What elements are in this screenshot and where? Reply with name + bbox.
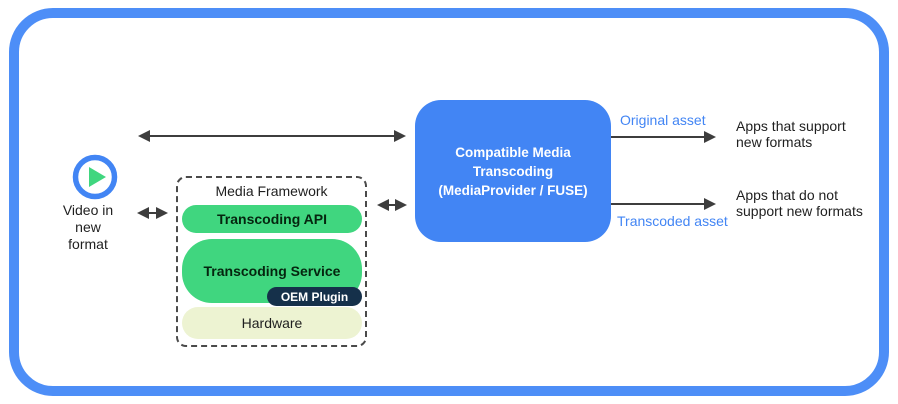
transcoded-asset-label: Transcoded asset (617, 213, 728, 229)
original-asset-label: Original asset (620, 112, 706, 128)
apps-support-text: Apps that support new formats (736, 118, 846, 150)
play-icon (72, 154, 118, 200)
transcoding-api-layer: Transcoding API (182, 205, 362, 233)
video-source-label: Video in new format (62, 202, 114, 252)
apps-not-support-text: Apps that do not support new formats (736, 187, 863, 219)
diagram-border-frame (9, 8, 889, 396)
hardware-layer: Hardware (182, 307, 362, 339)
media-framework-title: Media Framework (215, 183, 328, 199)
oem-plugin-badge: OEM Plugin (267, 287, 362, 306)
compatible-media-transcoding-box: Compatible Media Transcoding (MediaProvi… (415, 100, 611, 242)
